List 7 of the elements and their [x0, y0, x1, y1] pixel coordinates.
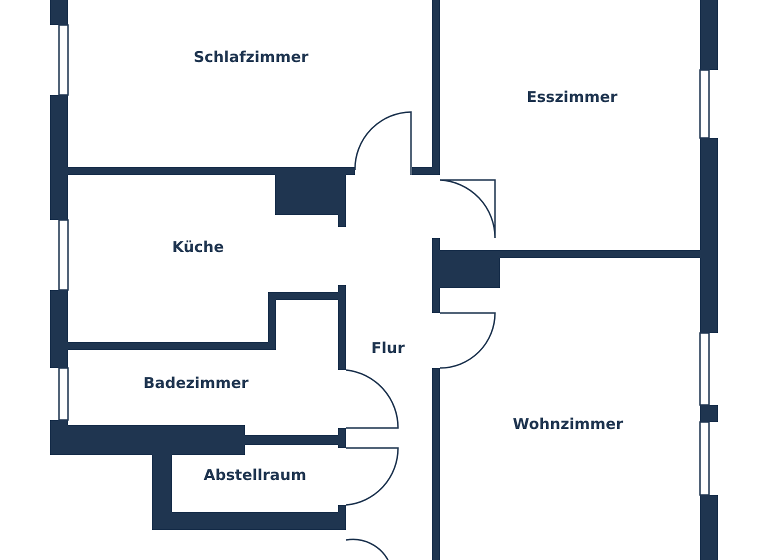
room-label: Wohnzimmer	[512, 415, 624, 433]
room-label: Esszimmer	[526, 88, 618, 106]
room-label: Schlafzimmer	[194, 48, 308, 66]
room-label: Flur	[371, 339, 405, 357]
room-label: Abstellraum	[204, 466, 306, 484]
room-label: Küche	[172, 238, 224, 256]
room-label: Badezimmer	[143, 374, 249, 392]
